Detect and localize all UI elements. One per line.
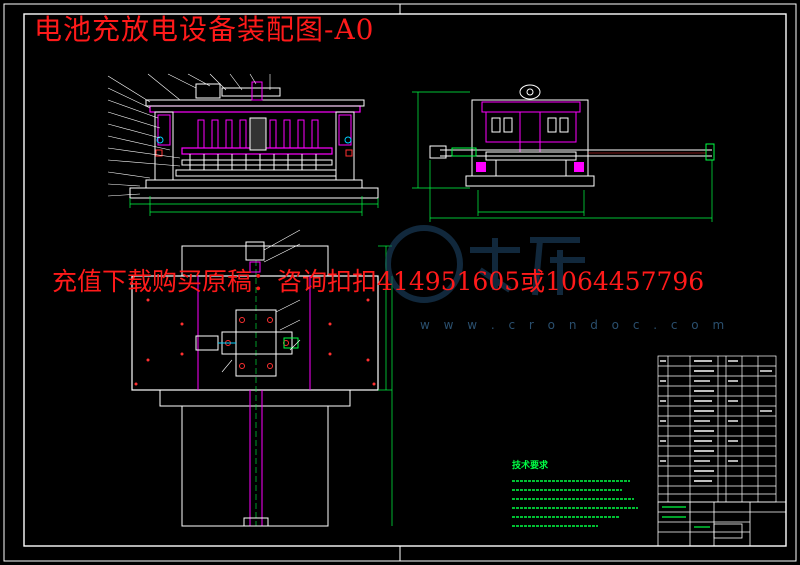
parts-list xyxy=(657,355,777,503)
side-view xyxy=(412,84,715,222)
front-view xyxy=(107,73,379,216)
title-block-green-text xyxy=(662,506,710,528)
watermark-url: w w w . c r o n d o c . c o m xyxy=(420,318,730,332)
parts-list-text-strokes xyxy=(660,360,772,482)
technical-notes-title: 技术要求 xyxy=(512,461,549,471)
purchase-notice: 充值下载购买原稿：咨询扣扣414951605或1064457796 xyxy=(52,267,705,296)
watermark-logo xyxy=(385,225,585,303)
drawing-title: 电池充放电设备装配图-A0 xyxy=(34,13,375,46)
inner-border xyxy=(23,13,787,547)
title-block xyxy=(657,501,787,547)
top-view xyxy=(131,229,393,527)
technical-notes xyxy=(512,480,638,527)
